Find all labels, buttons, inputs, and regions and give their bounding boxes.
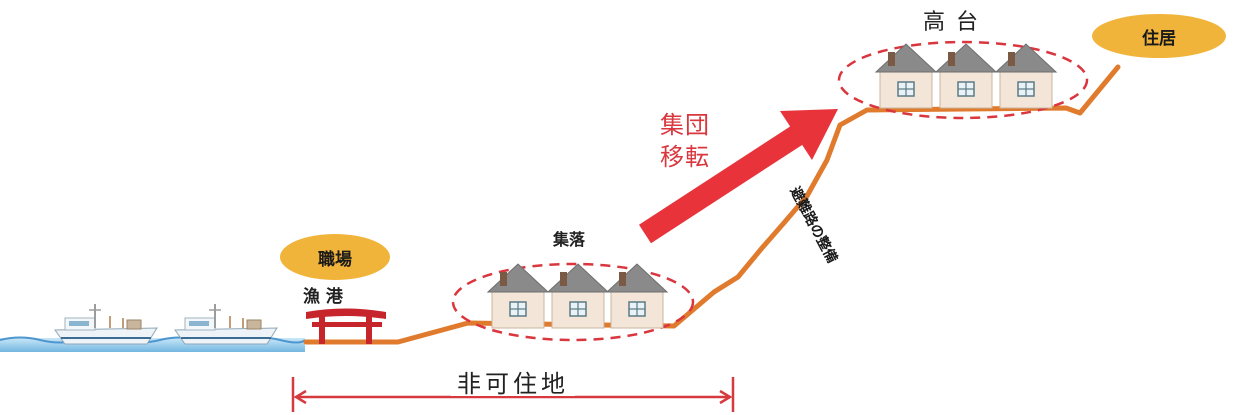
fishing-boat-icon (174, 303, 278, 345)
highland-dashed-circle (837, 40, 1089, 120)
highland-label: 高 台 (923, 10, 980, 35)
house-icon (995, 43, 1057, 109)
house-icon (935, 43, 997, 109)
fishing-boat-icon (54, 303, 158, 345)
village-dashed-circle (451, 262, 695, 342)
fishing-port-label: 漁 港 (303, 287, 343, 307)
terrain-line (303, 64, 1121, 345)
residence-badge-label: 住居 (1142, 28, 1176, 49)
non-habitable-label: 非可住地 (451, 372, 575, 396)
non-habitable-dimension-line (291, 377, 735, 412)
village-label: 集落 (553, 230, 586, 249)
house-icon (547, 263, 609, 329)
relocation-label-line1: 集団 (660, 111, 710, 139)
torii-gate-icon (306, 308, 386, 344)
house-icon (875, 43, 937, 109)
residence-badge: 住居 (1092, 14, 1226, 58)
relocation-arrow (639, 109, 838, 244)
house-icon (606, 263, 668, 329)
house-icon (487, 263, 549, 329)
relocation-label-line2: 移転 (660, 143, 710, 171)
evacuation-road-label: 避難路の整備 (786, 184, 840, 266)
workplace-badge: 職場 (280, 234, 390, 280)
workplace-badge-label: 職場 (318, 249, 352, 270)
